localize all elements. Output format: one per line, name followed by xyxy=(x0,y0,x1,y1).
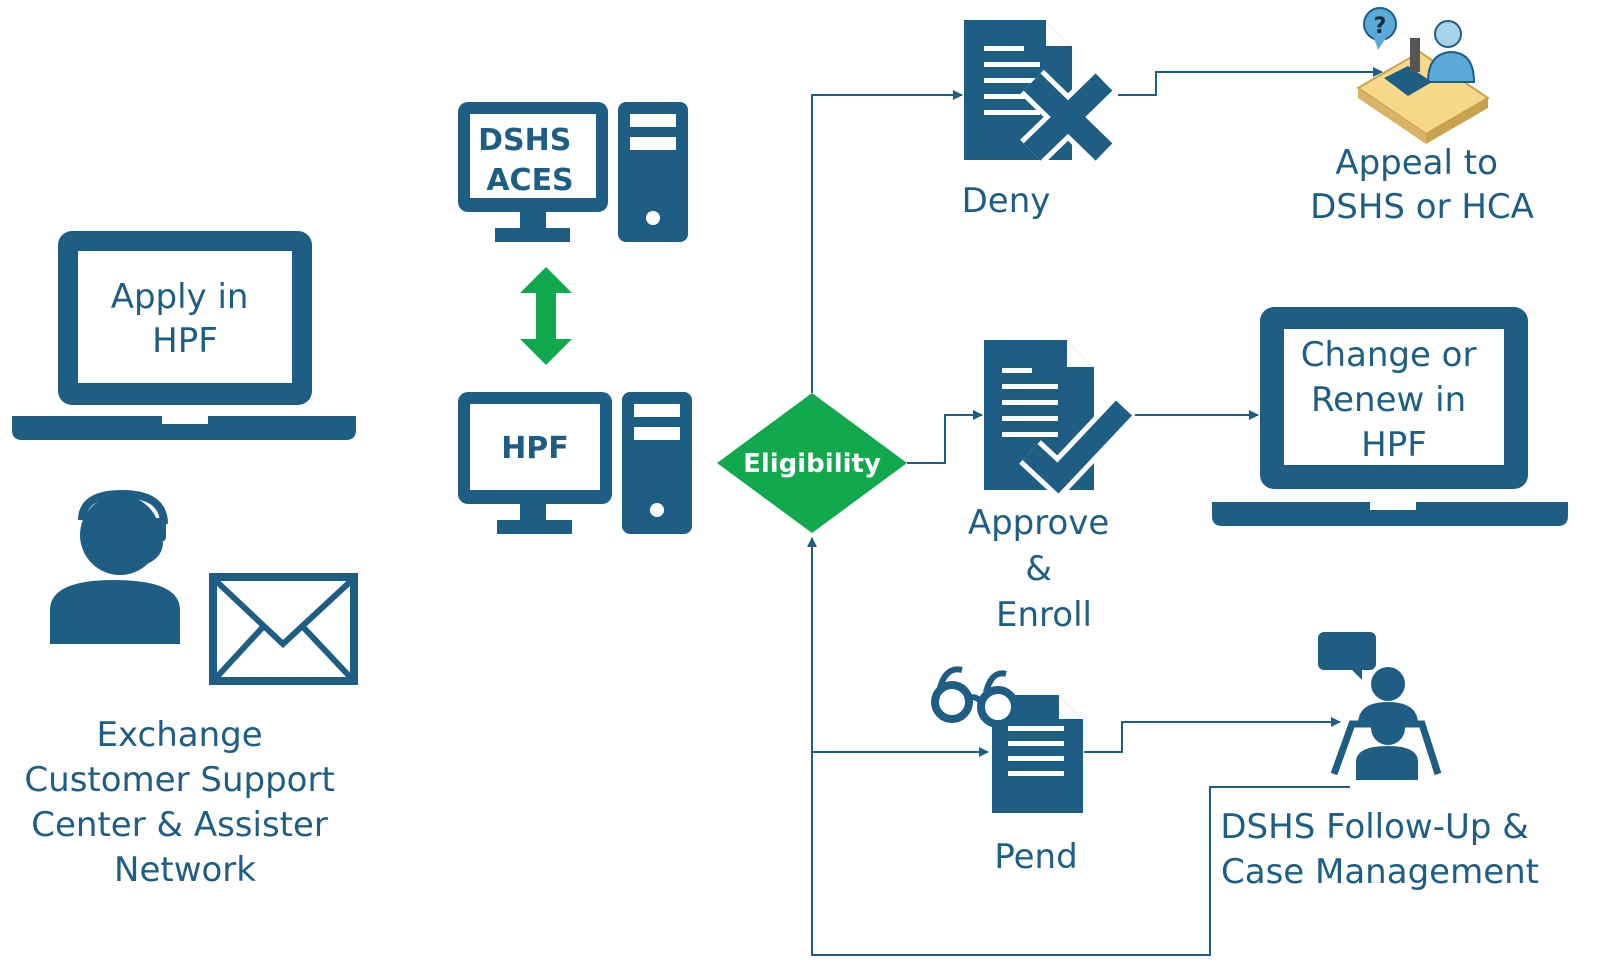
document-check-icon xyxy=(984,340,1136,501)
eligibility-label: Eligibility xyxy=(743,449,881,479)
connector-pend-to-followup xyxy=(1084,717,1341,753)
support-label: Exchange Customer Support Center & Assis… xyxy=(24,715,345,890)
aces-computer-icon xyxy=(458,102,688,242)
connector-followup-loop xyxy=(807,537,1350,956)
svg-text:?: ? xyxy=(1374,14,1387,39)
headset-agent-icon xyxy=(50,489,180,644)
appeal-label: Appeal to DSHS or HCA xyxy=(1310,143,1534,227)
appeal-desk-icon: ? xyxy=(1356,7,1490,144)
approve-label: Approve & Enroll xyxy=(968,503,1120,635)
apply-laptop-label: Apply in HPF xyxy=(111,277,260,361)
bidirectional-arrow-icon xyxy=(520,267,572,365)
document-glasses-icon xyxy=(931,666,1083,813)
deny-label: Deny xyxy=(962,181,1051,221)
followup-label: DSHS Follow-Up & Case Management xyxy=(1220,807,1539,892)
envelope-icon xyxy=(209,573,358,685)
aces-label: DSHS ACES xyxy=(478,123,582,198)
connector-to-deny xyxy=(811,90,963,393)
hpf-computer-icon xyxy=(458,392,692,534)
connector-to-approve xyxy=(907,410,983,464)
document-x-icon xyxy=(964,20,1116,165)
apply-laptop-icon xyxy=(12,231,356,440)
connector-deny-to-appeal xyxy=(1118,67,1383,96)
flow-connectors xyxy=(807,67,1383,956)
change-laptop-icon xyxy=(1212,307,1568,526)
hpf-label: HPF xyxy=(501,431,569,466)
change-label: Change or Renew in HPF xyxy=(1301,335,1488,465)
eligibility-diamond xyxy=(717,393,907,533)
pend-label: Pend xyxy=(994,837,1077,877)
meeting-icon xyxy=(1318,632,1442,780)
